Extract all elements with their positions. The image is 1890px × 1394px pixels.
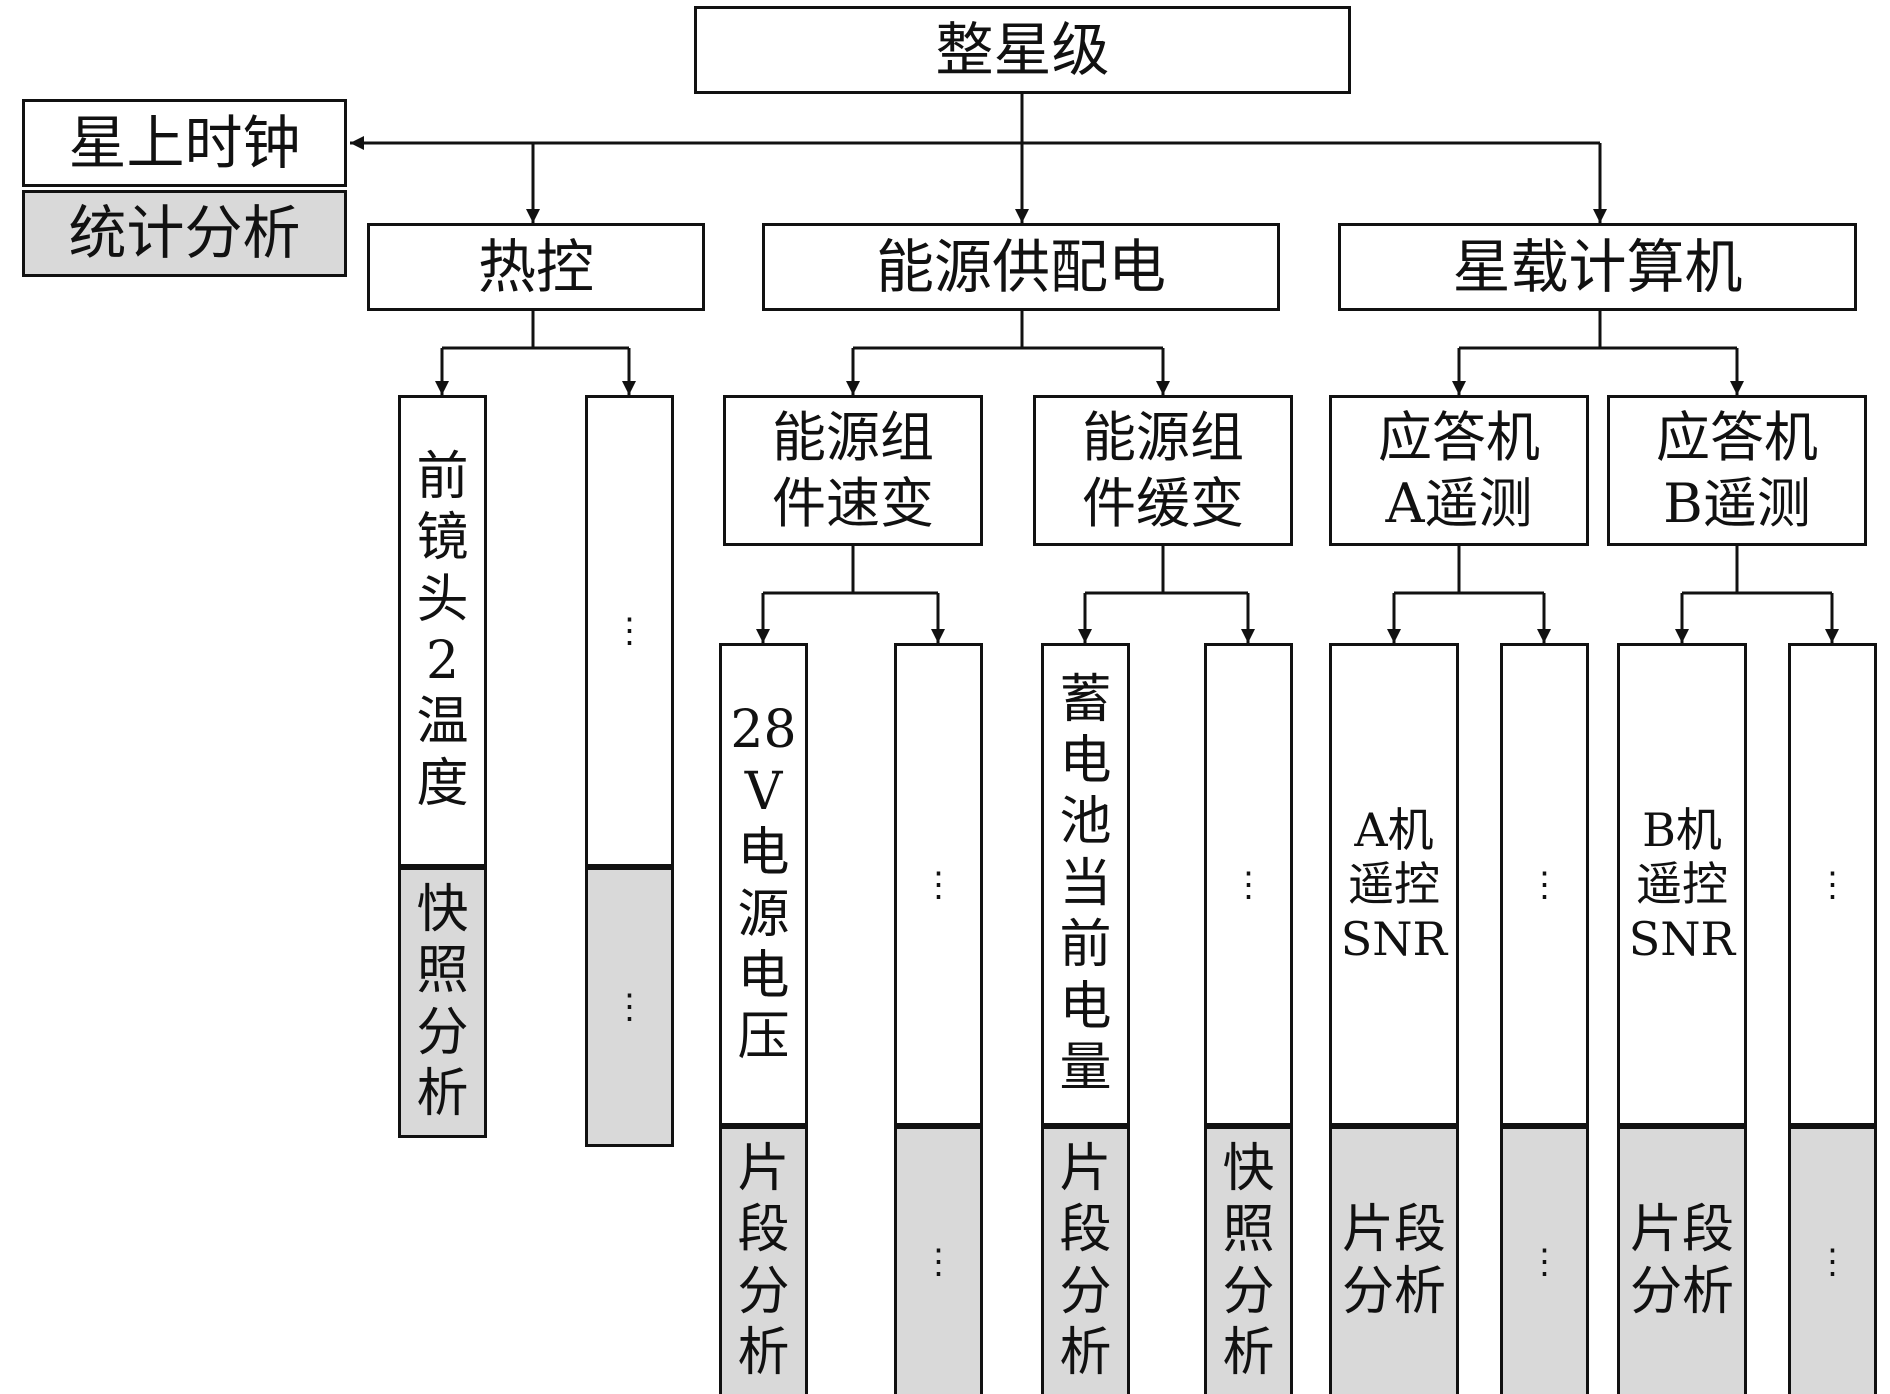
node-ellipsis: ⋮ (1788, 1126, 1877, 1394)
node-ellipsis: ⋮ (1500, 643, 1589, 1126)
node-a-telecommand-snr: A机遥控SNR (1329, 643, 1459, 1126)
node-ellipsis: ⋮ (585, 867, 674, 1147)
node-b-telecommand-snr: B机遥控SNR (1617, 643, 1747, 1126)
node-segment-analysis: 片段分析 (719, 1126, 808, 1394)
node-onboard-computer: 星载计算机 (1338, 223, 1857, 311)
node-ellipsis: ⋮ (1788, 643, 1877, 1126)
node-power-supply: 能源供配电 (762, 223, 1280, 311)
node-ellipsis: ⋮ (894, 643, 983, 1126)
node-transponder-a-telemetry: 应答机 A遥测 (1329, 395, 1589, 546)
node-ellipsis: ⋮ (894, 1126, 983, 1394)
node-battery-current-charge: 蓄电池当前电量 (1041, 643, 1130, 1126)
node-transponder-b-telemetry: 应答机 B遥测 (1607, 395, 1867, 546)
node-snapshot-analysis: 快照分析 (398, 867, 487, 1138)
node-power-slow-varying: 能源组 件缓变 (1033, 395, 1293, 546)
node-ellipsis: ⋮ (585, 395, 674, 867)
node-power-fast-varying: 能源组 件速变 (723, 395, 983, 546)
node-segment-analysis: 片段分析 (1329, 1126, 1459, 1394)
node-front-lens-2-temperature: 前镜头2温度 (398, 395, 487, 867)
node-snapshot-analysis: 快照分析 (1204, 1126, 1293, 1394)
node-ellipsis: ⋮ (1500, 1126, 1589, 1394)
node-clock-statistical-analysis: 统计分析 (22, 190, 347, 277)
node-satellite-level: 整星级 (694, 6, 1351, 94)
node-thermal-control: 热控 (367, 223, 705, 311)
node-segment-analysis: 片段分析 (1617, 1126, 1747, 1394)
node-onboard-clock: 星上时钟 (22, 99, 347, 187)
node-segment-analysis: 片段分析 (1041, 1126, 1130, 1394)
node-28v-supply-voltage: 28V电源电压 (719, 643, 808, 1126)
node-ellipsis: ⋮ (1204, 643, 1293, 1126)
